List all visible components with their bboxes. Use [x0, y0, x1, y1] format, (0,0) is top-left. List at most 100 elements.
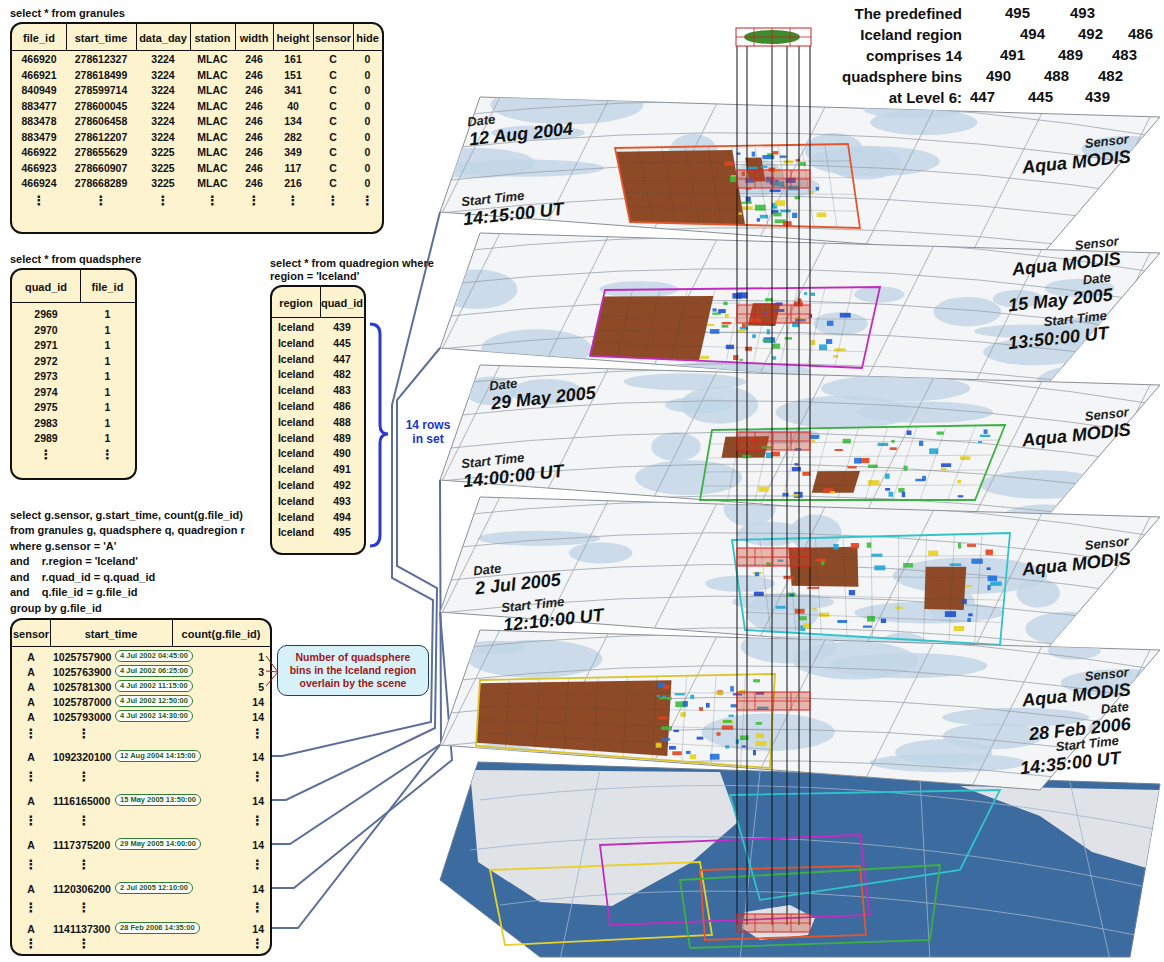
table-cell: 3224 [136, 50, 190, 66]
pill-text: 4 Jul 2002 11:15:00 [120, 681, 188, 691]
table-cell: Iceland [272, 318, 320, 334]
note-label: The predefined Iceland region comprises … [836, 3, 962, 108]
table-value: A [27, 883, 35, 895]
table-value: ⋮ [251, 936, 264, 951]
table-cell: 0 [353, 66, 382, 82]
table-cell: ⋮ [53, 935, 115, 951]
data-pixels [763, 339, 773, 341]
quad-id-number: 439 [1085, 88, 1110, 105]
table-cell: 2971 [12, 336, 80, 352]
scandinavia [960, 786, 1160, 872]
data-pixels [963, 599, 967, 604]
data-pixels [881, 619, 886, 623]
scene-grid [644, 289, 660, 358]
data-pixels [967, 544, 976, 547]
table-value: 341 [284, 84, 302, 96]
data-pixels [658, 717, 668, 720]
data-pixels [733, 355, 738, 360]
land-mask [590, 296, 713, 361]
table-value: ⋮ [25, 726, 38, 741]
table-value: Iceland [278, 400, 314, 412]
data-pixels [730, 686, 734, 692]
data-pixels [755, 572, 759, 576]
table-cell: 0 [353, 143, 382, 159]
table-value: Iceland [278, 353, 314, 365]
quad-id-number: 483 [1112, 46, 1137, 63]
table-cell: C [313, 112, 353, 128]
table-cell: 466921 [12, 66, 66, 82]
column-header: station [194, 32, 230, 44]
data-pixels [700, 356, 709, 359]
header-divider [190, 24, 191, 50]
data-pixels [848, 466, 857, 468]
table-cell: sensor [313, 29, 353, 45]
table-cell: 14 [202, 708, 264, 724]
table-cell: C [313, 159, 353, 175]
table-cell: 0 [353, 174, 382, 190]
table-value: 1092320100 [53, 751, 111, 763]
column-header: file_id [23, 32, 55, 44]
data-pixels [722, 325, 729, 328]
data-pixels [675, 693, 685, 695]
graticule [860, 97, 940, 257]
data-pixels [757, 218, 760, 221]
column-header: start_time [75, 32, 128, 44]
table-value: 117 [285, 162, 302, 174]
date-pill: 28 Feb 2006 14:35:00 [115, 922, 200, 934]
table-value: 14 [252, 711, 264, 723]
table-value: 1025757900 [53, 651, 111, 663]
table-cell: quad_id [320, 294, 364, 310]
data-pixels [902, 492, 905, 497]
data-pixels [754, 592, 764, 597]
table-cell: data_day [136, 29, 190, 45]
table-value: 1 [105, 386, 111, 398]
data-pixels [707, 324, 714, 326]
table-cell: 466924 [12, 174, 66, 190]
table-value: ⋮ [95, 193, 108, 208]
data-pixels [690, 695, 694, 699]
data-pixels [968, 613, 972, 616]
table-cell: ⋮ [53, 856, 115, 872]
cloud [468, 640, 603, 678]
header-divider [172, 620, 173, 646]
table-cell: 3225 [136, 159, 190, 175]
scene-grid [708, 146, 722, 224]
table-value: 482 [333, 368, 351, 380]
table-value: 466920 [21, 53, 56, 65]
scene-grid [478, 720, 772, 731]
data-pixels [941, 468, 947, 471]
table-cell: 488 [320, 413, 364, 429]
table-value: ⋮ [25, 813, 38, 828]
table-cell: 151 [273, 66, 313, 82]
bin-number: 482 [1098, 66, 1123, 86]
table-value: Iceland [278, 495, 314, 507]
scene-grid [741, 675, 746, 766]
table-cell: A [12, 678, 50, 694]
table-cell: 3224 [136, 128, 190, 144]
column-cap [736, 28, 811, 46]
data-pixels [833, 544, 838, 550]
scene-grid [740, 594, 1004, 600]
table-cell: 466922 [12, 143, 66, 159]
data-pixels [851, 543, 859, 548]
table-cell: 491 [320, 460, 364, 476]
data-pixels [809, 435, 819, 439]
table-value: 216 [284, 177, 302, 189]
table-value: Iceland [278, 447, 314, 459]
table-value: 466922 [21, 146, 56, 158]
table-value: 246 [245, 162, 263, 174]
data-pixels [756, 722, 762, 725]
table-value: ⋮ [251, 769, 264, 784]
scene-grid [702, 485, 981, 486]
table-cell: 0 [353, 50, 382, 66]
table-cell: MLAC [190, 66, 235, 82]
bin-grid [737, 692, 810, 710]
data-pixels [737, 330, 746, 333]
table-value: 151 [284, 69, 302, 81]
table-cell: 40 [273, 97, 313, 113]
table-value: ⋮ [25, 936, 38, 951]
table-cell: Iceland [272, 523, 320, 539]
data-pixels [657, 695, 660, 697]
table-cell: 883479 [12, 128, 66, 144]
table-cell: 1025757900 [53, 648, 115, 664]
